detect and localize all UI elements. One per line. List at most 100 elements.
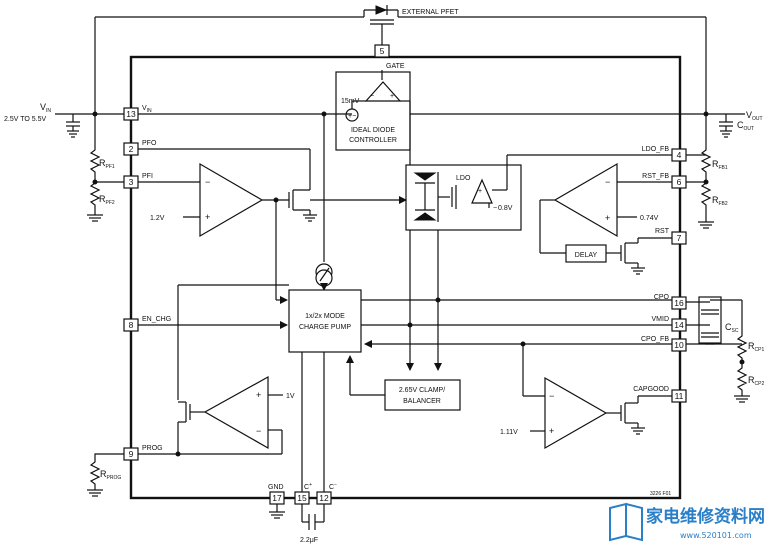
rst-comparator-plus: + [605,213,610,223]
pin-17-name: GND [268,484,284,491]
rcp2-label: RCP2 [748,375,764,387]
pin-2-name: PFO [142,140,157,147]
pin-14-number: 14 [674,320,684,330]
comparator-plus: + [390,93,394,100]
external-pfet [95,5,706,45]
pin-7-name: RST [655,228,670,235]
watermark-logo-icon [609,502,643,542]
figure-code: 3226 F01 [650,491,671,497]
comparator-minus: − [370,93,374,100]
pin-16-number: 16 [674,298,684,308]
pin-9-name: PROG [142,445,163,452]
rprog-label: RPROG [100,469,121,481]
pin-8-number: 8 [129,320,134,330]
rfb1-label: RFB1 [712,159,728,171]
pin-11-number: 11 [675,391,684,401]
ref-0p74-label: 0.74V [640,215,659,222]
ref-1p11-label: 1.11V [500,429,518,436]
pin-7-number: 7 [677,233,682,243]
pfi-comparator [199,162,264,238]
supercap-outline [698,296,722,344]
ldo-amp-plus: + [478,188,482,195]
rprog-resistor [89,453,124,490]
ref-0p8-label: 0.8V [498,205,513,212]
pin-17-number: 17 [272,493,282,503]
rpf-divider [89,114,101,215]
cout-label: COUT [737,120,754,132]
pin-16-name: CPO [654,294,670,301]
external-pfet-label: EXTERNAL PFET [402,9,459,16]
pin-9-number: 9 [129,449,134,459]
rst-comparator-minus: − [605,177,610,187]
prog-amp-plus: + [256,390,261,400]
vin-label: VIN [40,102,51,114]
pin-7-box [671,231,687,245]
pin-13-number: 13 [126,109,136,119]
charge-pump-label-1: 1x/2x MODE [305,313,345,320]
rpf1-label: RPF1 [99,158,115,170]
rpf2-label: RPF2 [99,194,115,206]
pin-3-number: 3 [129,177,134,187]
pin-10-box [671,338,687,352]
pin-10-name: CPO_FB [641,336,669,343]
pin-14-name: VMID [652,316,670,323]
ideal-diode-label-2: CONTROLLER [349,137,397,144]
pin-12-name: C− [329,482,337,491]
watermark-url: www.520101.com [680,531,752,540]
prog-amp-minus: − [256,426,261,436]
delay-label: DELAY [575,252,598,259]
vin-range-label: 2.5V TO 5.5V [4,116,46,123]
ref-1v-label: 1V [286,393,295,400]
pfi-comparator-plus: + [205,212,210,222]
ideal-diode-comparator [364,81,402,102]
pin-4-number: 4 [677,150,682,160]
ref-1p2-label: 1.2V [150,215,165,222]
capgood-comparator-minus: − [549,391,554,401]
capgood-comparator [544,376,608,450]
watermark-text: 家电维修资料网 [646,506,765,527]
rfb2-label: RFB2 [712,195,728,207]
ldo-label: LDO [456,175,471,182]
prog-amplifier [203,375,269,450]
rfb-divider [700,114,712,222]
pin-8-name: EN_CHG [142,316,171,323]
ldo-box [405,164,522,231]
charge-pump-box [288,289,362,353]
flying-cap-label: 2.2μF [300,537,318,544]
pin-6-name: RST_FB [642,173,669,180]
clamp-label-1: 2.65V CLAMP/ [399,387,445,394]
pin-11-box [671,389,687,403]
pin-12-number: 12 [319,493,329,503]
pin-5-box [374,44,390,58]
charge-pump-label-2: CHARGE PUMP [299,324,351,331]
pin-5-number: 5 [380,46,385,56]
clamp-label-2: BALANCER [403,398,441,405]
ldo-amp-minus: − [493,205,497,212]
vout-label: VOUT [746,110,763,122]
pin-6-number: 6 [677,177,682,187]
clamp-balancer-box [384,379,461,411]
ldo-amplifier [471,178,493,204]
csc-label: CSC [725,322,739,334]
pin-13-name: VIN [142,105,152,114]
pin-16-box [671,296,687,310]
pin-10-number: 10 [674,340,684,350]
capgood-comparator-plus: + [549,426,554,436]
pin-11-name: CAPGOOD [633,386,669,393]
pin-5-name: GATE [386,63,405,70]
pin-4-name: LDO_FB [642,146,670,153]
ic-outline [129,55,682,500]
offset-voltage-label: 15mV [341,98,360,105]
pin-3-name: PFI [142,173,153,180]
pin-4-box [671,148,687,162]
offset-source-sign: +− [348,113,356,120]
pin-15-name: C+ [304,482,312,491]
ideal-diode-label-1: IDEAL DIODE [351,127,395,134]
rcp-divider [736,300,748,396]
rcp1-label: RCP1 [748,341,764,353]
pfi-comparator-minus: − [205,177,210,187]
pin-2-number: 2 [129,144,134,154]
pin-15-number: 15 [297,493,307,503]
